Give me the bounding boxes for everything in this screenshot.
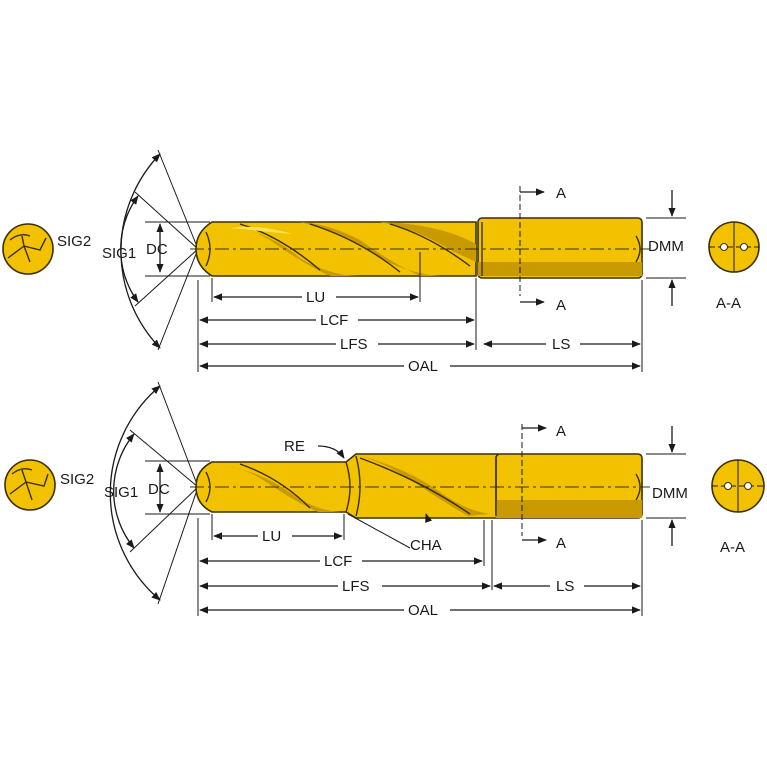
bottom-end-view-right — [711, 459, 765, 513]
bottom-section-a-top: A — [556, 423, 566, 440]
bottom-lfs-label: LFS — [342, 578, 370, 595]
bottom-section-a-bottom: A — [556, 535, 566, 552]
bottom-drill-body — [195, 453, 643, 519]
top-ls-label: LS — [552, 336, 570, 353]
bottom-re-label: RE — [284, 438, 305, 455]
bottom-sig2-label: SIG2 — [60, 471, 94, 488]
bottom-oal-label: OAL — [408, 602, 438, 619]
top-section-a-top: A — [556, 185, 566, 202]
bottom-length-dimensions — [197, 514, 643, 619]
top-dmm-label: DMM — [648, 238, 684, 255]
top-lu-label: LU — [306, 289, 325, 306]
top-section-view-label: A-A — [716, 295, 741, 312]
top-length-dimensions — [197, 252, 643, 375]
top-drill: SIG2 SIG1 DC A A — [2, 149, 760, 375]
bottom-section-view-label: A-A — [720, 539, 745, 556]
top-lfs-label: LFS — [340, 336, 368, 353]
bottom-ls-label: LS — [556, 578, 574, 595]
bottom-dc-label: DC — [148, 481, 170, 498]
top-end-view-left — [2, 223, 54, 275]
bottom-lu-label: LU — [262, 528, 281, 545]
bottom-dmm-label: DMM — [652, 485, 688, 502]
top-sig1-label: SIG1 — [102, 245, 136, 262]
top-drill-body — [195, 217, 643, 279]
top-dc-label: DC — [146, 241, 168, 258]
top-oal-label: OAL — [408, 358, 438, 375]
bottom-lcf-label: LCF — [324, 553, 352, 570]
top-angle-arcs — [120, 149, 199, 351]
top-sig2-label: SIG2 — [57, 233, 91, 250]
bottom-cha-label: CHA — [410, 537, 442, 554]
top-lcf-label: LCF — [320, 312, 348, 329]
bottom-end-view-left — [4, 459, 56, 511]
top-end-view-right — [708, 221, 760, 273]
bottom-sig1-label: SIG1 — [104, 484, 138, 501]
bottom-angle-arcs — [109, 381, 199, 605]
top-section-a-bottom: A — [556, 297, 566, 314]
bottom-drill: SIG2 SIG1 DC RE CHA — [4, 381, 765, 619]
